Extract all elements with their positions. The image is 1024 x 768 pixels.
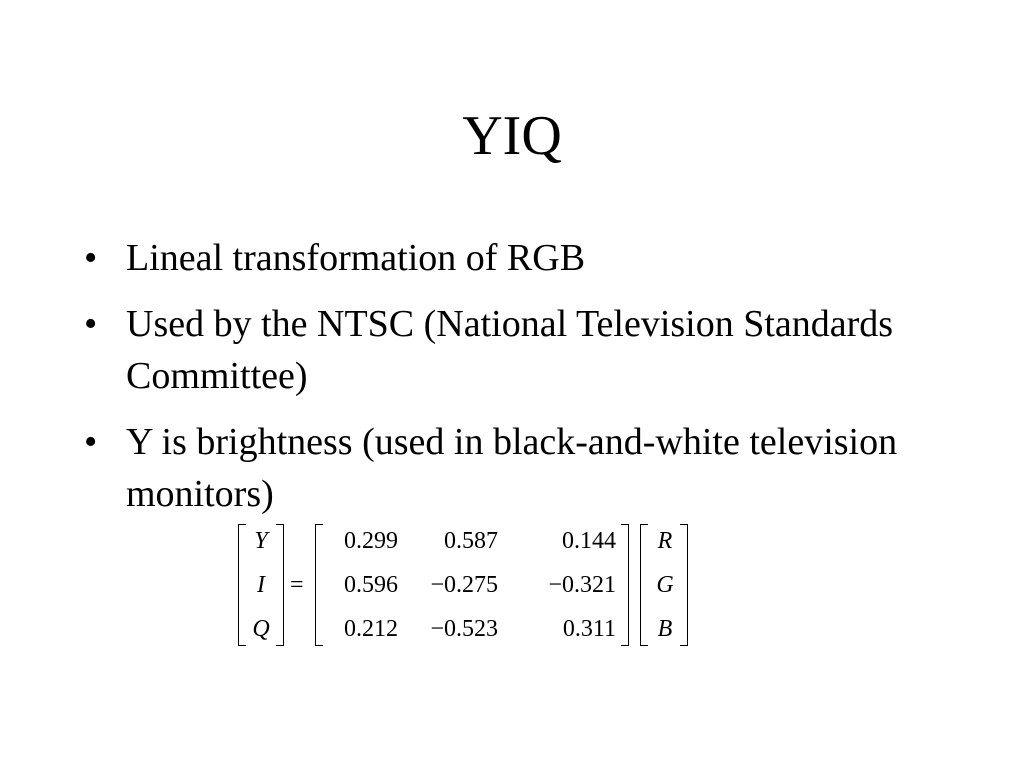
rhs-g: G	[656, 572, 674, 598]
matrix-cell: 0.311	[562, 616, 616, 642]
matrix-cell: 0.212	[344, 616, 398, 642]
rhs-r: R	[657, 528, 673, 554]
lhs-left-bracket	[238, 524, 246, 646]
yiq-equation: Y I Q = 0.299 0.587 0.144 0.596 −0.275 −…	[238, 522, 698, 650]
matrix-cell: 0.144	[562, 528, 616, 554]
rhs-left-bracket	[640, 524, 648, 646]
bullet-text: Lineal transformation of RGB	[126, 237, 586, 279]
bullet-text: Y is brightness (used in black-and-white…	[126, 421, 898, 515]
matrix-cell: −0.321	[548, 572, 616, 598]
matrix-right-bracket	[621, 524, 629, 646]
lhs-q: Q	[252, 616, 270, 642]
lhs-right-bracket	[276, 524, 284, 646]
bullet-item: • Lineal transformation of RGB	[84, 232, 904, 284]
lhs-i: I	[257, 572, 265, 598]
bullet-item: • Y is brightness (used in black-and-whi…	[84, 416, 904, 520]
rhs-right-bracket	[680, 524, 688, 646]
matrix-cell: 0.596	[344, 572, 398, 598]
matrix-cell: −0.523	[430, 616, 498, 642]
bullet-icon: •	[84, 237, 98, 279]
bullet-icon: •	[84, 303, 98, 345]
equals-sign: =	[290, 572, 304, 598]
matrix-cell: −0.275	[430, 572, 498, 598]
bullet-text: Used by the NTSC (National Television St…	[126, 303, 894, 397]
matrix-cell: 0.299	[344, 528, 398, 554]
rhs-b: B	[657, 616, 673, 642]
lhs-y: Y	[254, 528, 268, 554]
bullet-list: • Lineal transformation of RGB • Used by…	[84, 232, 904, 534]
bullet-icon: •	[84, 421, 98, 463]
matrix-cell: 0.587	[444, 528, 498, 554]
slide-title: YIQ	[462, 105, 562, 167]
matrix-left-bracket	[315, 524, 323, 646]
bullet-item: • Used by the NTSC (National Television …	[84, 298, 904, 402]
